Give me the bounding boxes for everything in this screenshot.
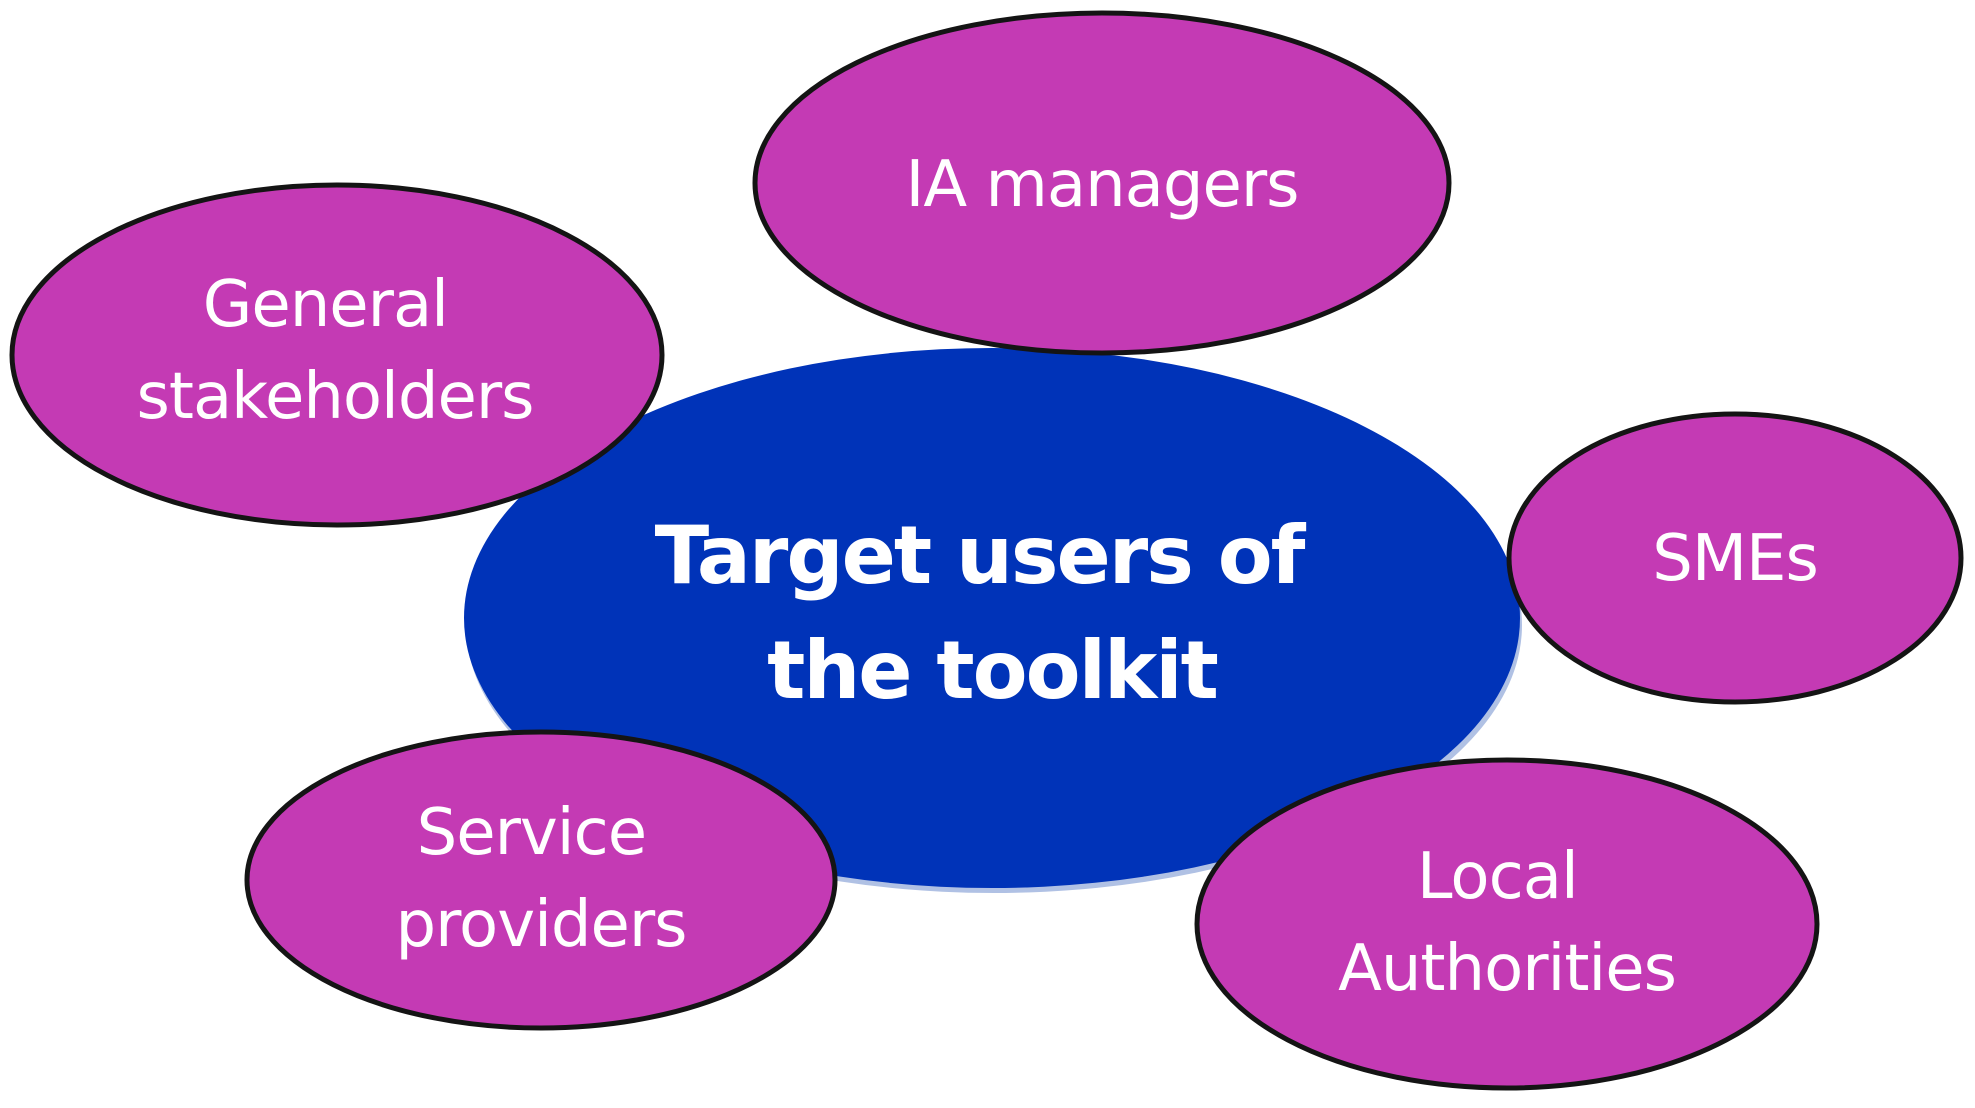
node-local-authorities-ellipse: [1194, 757, 1820, 1091]
node-general-stakeholders-ellipse: [9, 182, 665, 528]
node-smes-ellipse: [1506, 411, 1964, 705]
node-ia-managers: IA managers: [752, 10, 1452, 356]
svg-text:Target users of the tool: Target users of the toolkit: [655, 509, 1330, 717]
center-node-ellipse: [464, 348, 1520, 888]
node-general-stakeholders-label-line1: General: [203, 268, 448, 342]
node-smes-label: SMEs: [1652, 522, 1818, 596]
node-general-stakeholders-label-line2: stakeholders: [137, 360, 534, 434]
node-service-providers-label-line2: providers: [396, 888, 687, 962]
svg-text:IA managers: IA managers: [906, 148, 1299, 222]
svg-text:SMEs: SMEs: [1652, 522, 1818, 596]
center-node-label-line1: Target users of: [655, 509, 1307, 602]
node-local-authorities: Local Authorities: [1194, 757, 1820, 1091]
node-service-providers: Service providers: [244, 729, 838, 1031]
svg-text:General stakeholders: General stakeholders: [137, 268, 534, 434]
svg-text:Service providers: Service providers: [396, 796, 687, 962]
node-ia-managers-ellipse: [752, 10, 1452, 356]
node-service-providers-ellipse: [244, 729, 838, 1031]
node-ia-managers-label: IA managers: [906, 148, 1299, 222]
node-service-providers-label-line1: Service: [417, 796, 647, 870]
node-local-authorities-label-line2: Authorities: [1338, 932, 1676, 1006]
node-smes: SMEs: [1506, 411, 1964, 705]
center-node: Target users of the toolkit: [464, 348, 1522, 893]
center-node-label-line2: the toolkit: [767, 624, 1218, 717]
node-general-stakeholders: General stakeholders: [9, 182, 665, 528]
svg-text:Local Authorities: Local Authorities: [1338, 840, 1676, 1006]
node-local-authorities-label-line1: Local: [1417, 840, 1578, 914]
